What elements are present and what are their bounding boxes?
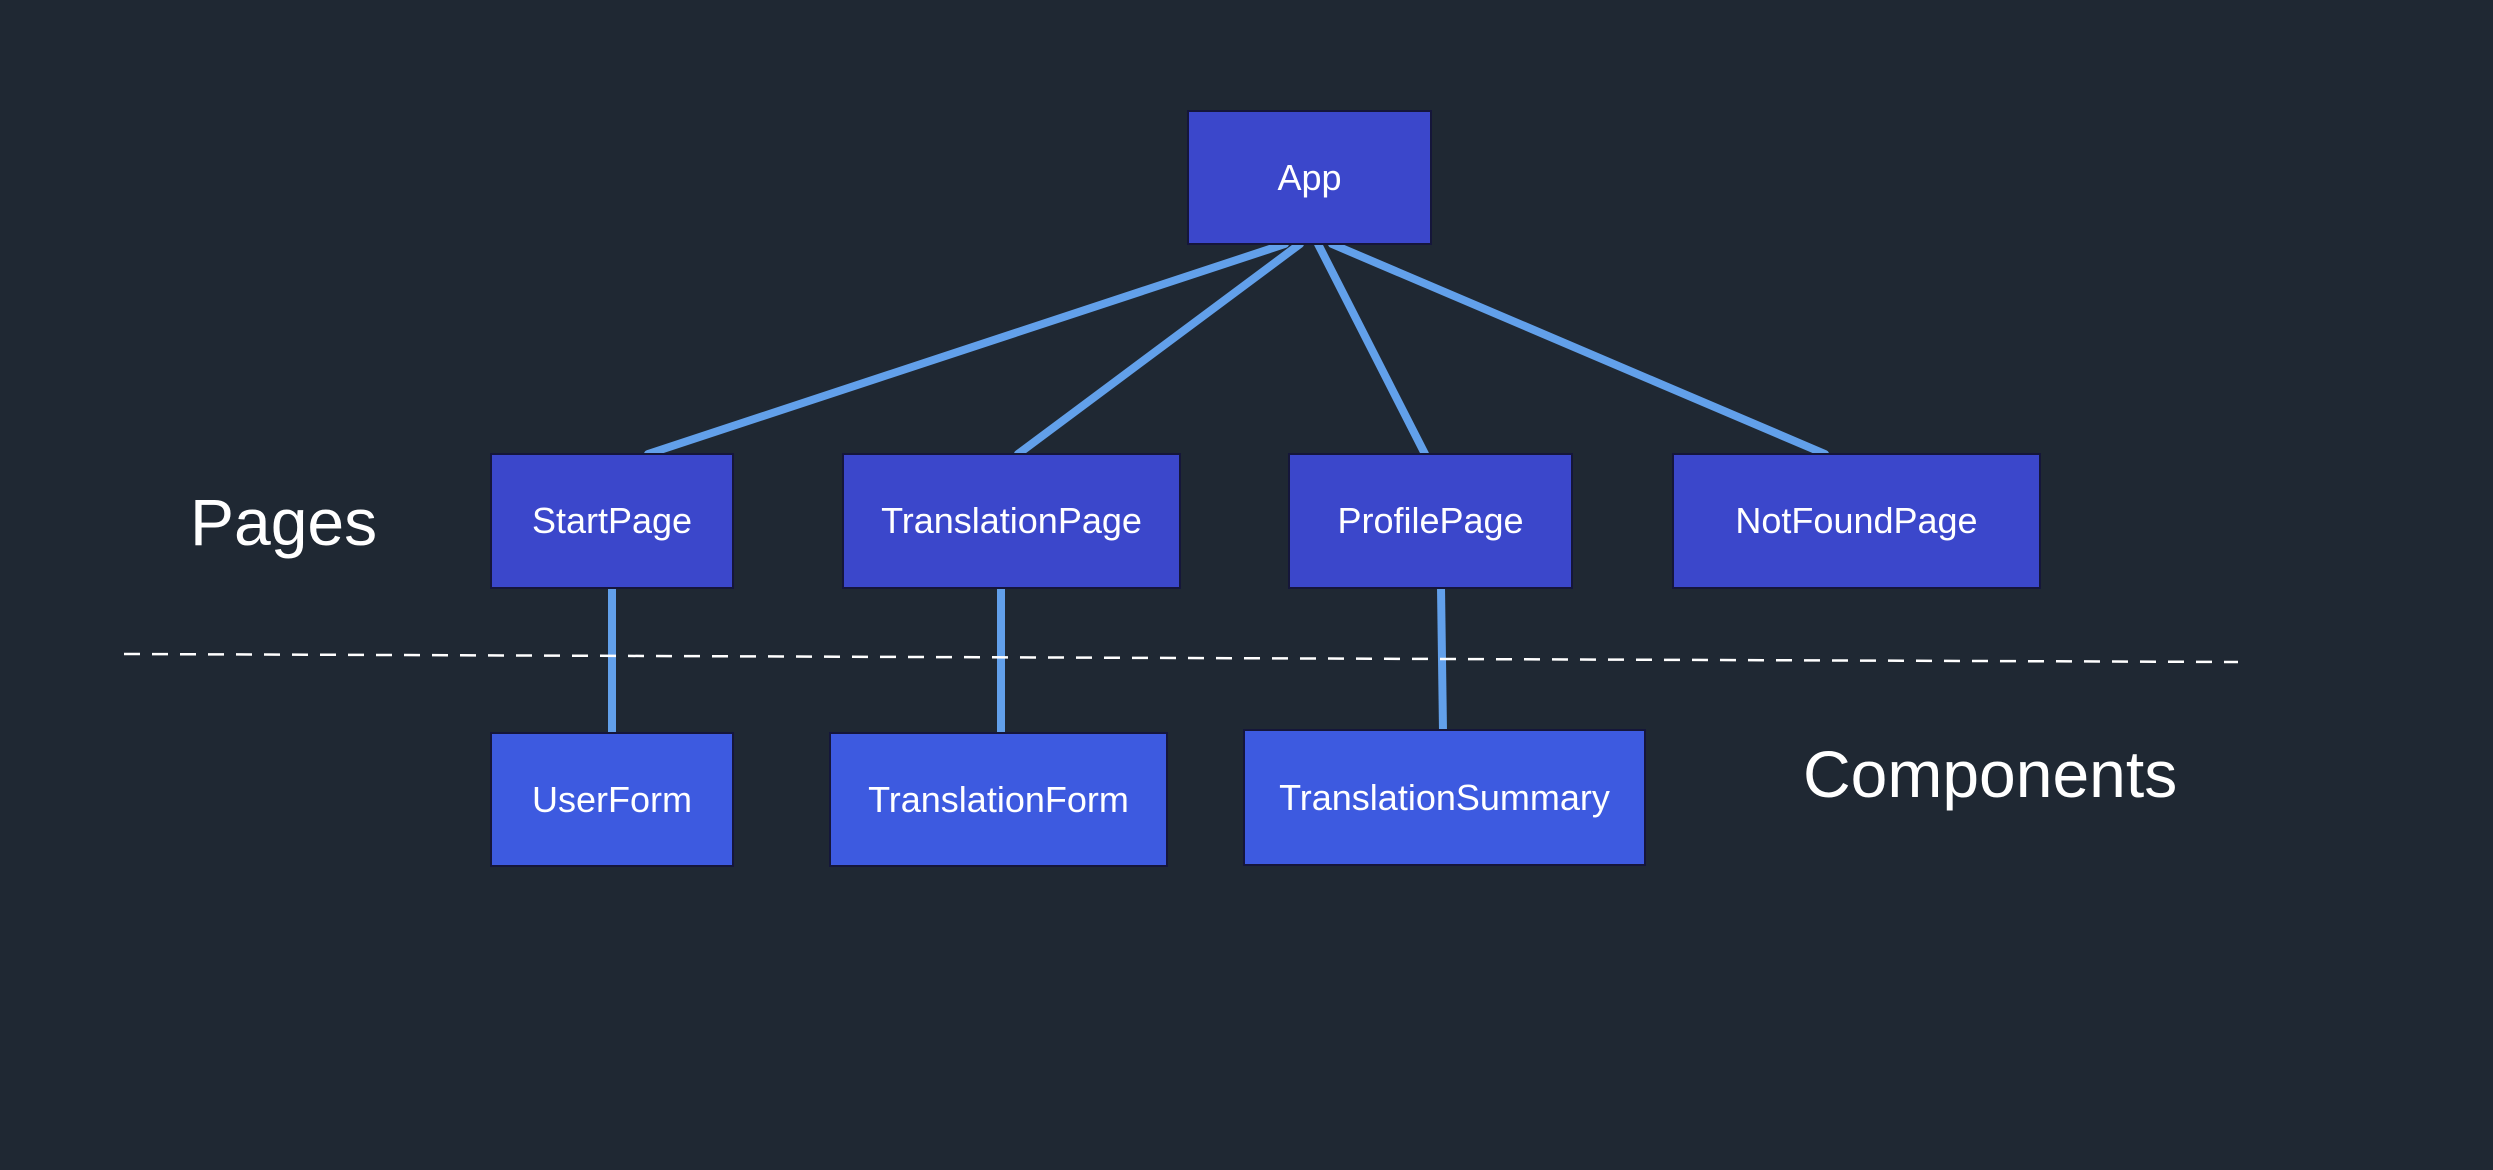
node-not-found-page: NotFoundPage — [1672, 453, 2041, 589]
pages-section-label: Pages — [190, 485, 378, 559]
node-translation-form: TranslationForm — [829, 732, 1168, 867]
edge-app-profilepage — [1314, 240, 1429, 458]
edge-app-startpage — [644, 240, 1289, 458]
node-translation-page: TranslationPage — [842, 453, 1181, 589]
node-app: App — [1187, 110, 1432, 245]
node-user-form: UserForm — [490, 732, 734, 867]
edge-app-notfoundpage — [1328, 240, 1829, 458]
edge-app-translationpage — [1014, 240, 1304, 458]
node-translation-summary: TranslationSummary — [1243, 729, 1646, 866]
components-section-label: Components — [1803, 737, 2178, 811]
node-start-page: StartPage — [490, 453, 734, 589]
pages-components-divider — [123, 652, 2239, 664]
node-profile-page: ProfilePage — [1288, 453, 1573, 589]
